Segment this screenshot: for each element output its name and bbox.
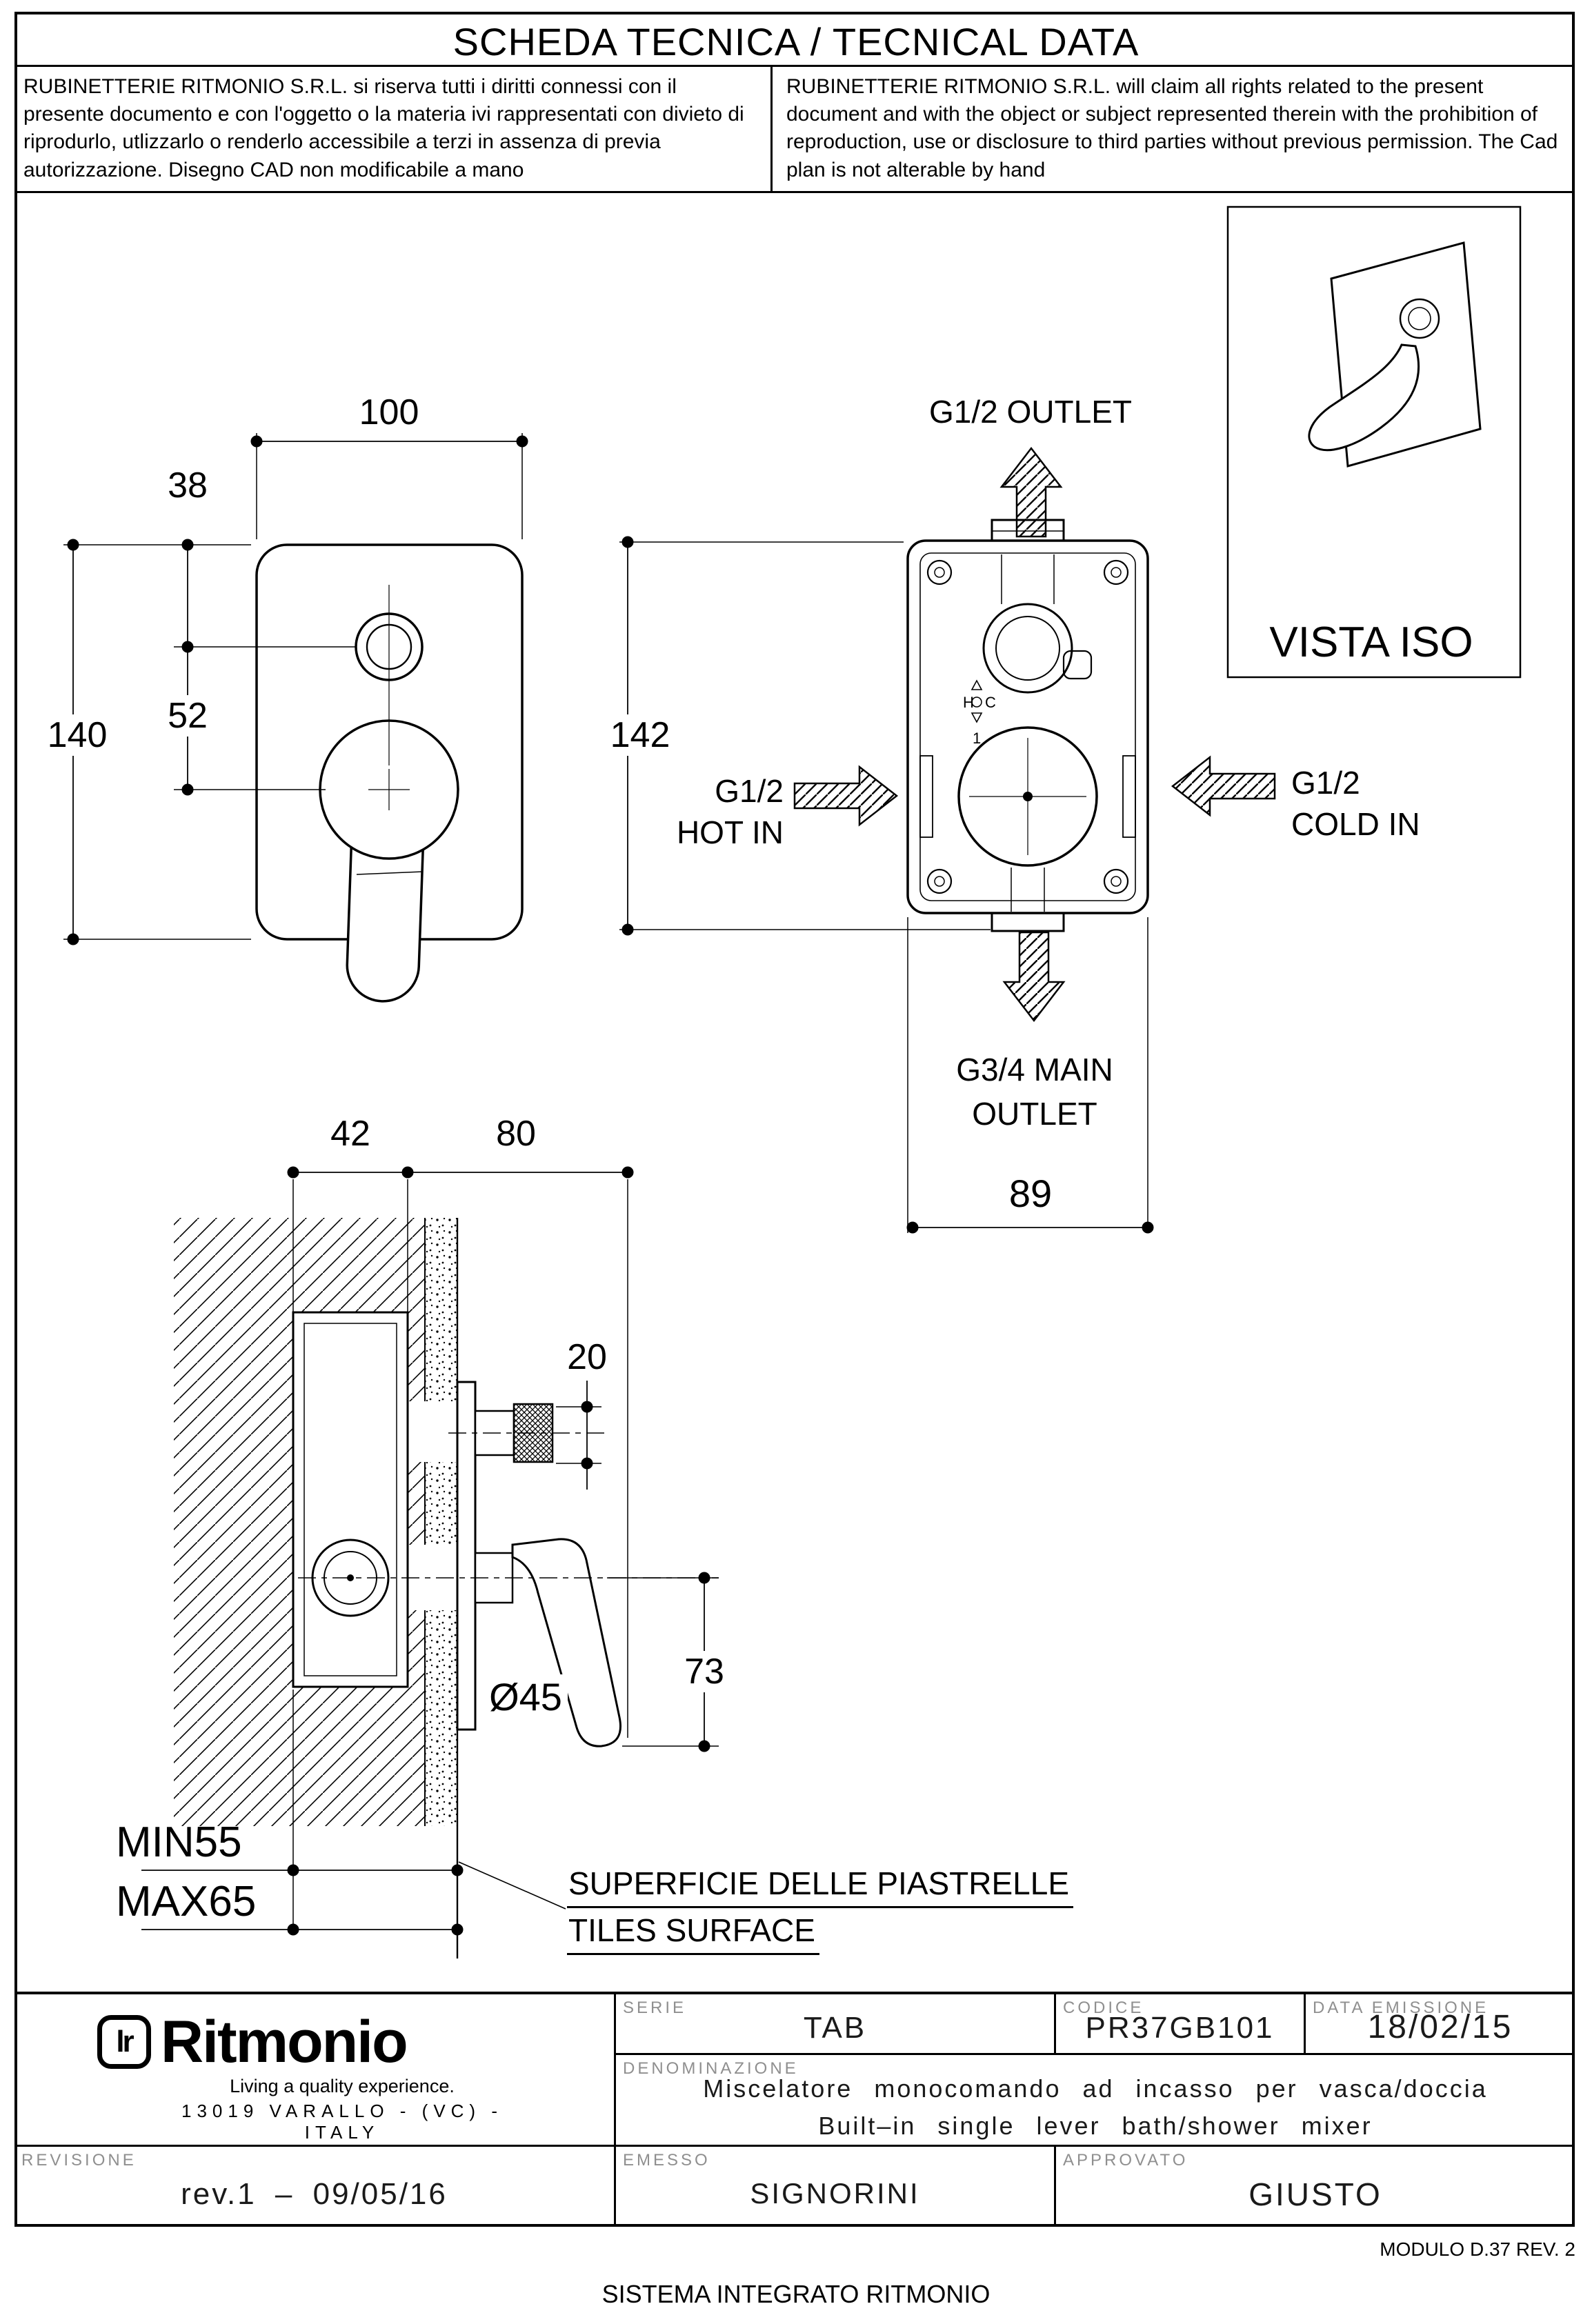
iso-view-label: VISTA ISO bbox=[1269, 619, 1473, 666]
codice-value: PR37GB101 bbox=[1085, 2011, 1275, 2045]
serie-value: TAB bbox=[803, 2011, 867, 2045]
body-diverter bbox=[982, 603, 1073, 694]
emesso-cell: EMESSO SIGNORINI bbox=[616, 2145, 1056, 2227]
disclaimer-separator bbox=[14, 191, 1575, 193]
main-outlet-arrow-down bbox=[1002, 931, 1066, 1023]
approvato-cell: APPROVATO GIUSTO bbox=[1056, 2145, 1575, 2227]
logo-mark-small bbox=[1062, 650, 1093, 680]
iso-frame bbox=[1226, 206, 1522, 679]
cold-in-arrow bbox=[1171, 755, 1276, 817]
data-emissione-value: 18/02/15 bbox=[1367, 2009, 1513, 2045]
denominazione-cell: DENOMINAZIONE Miscelatore monocomando ad… bbox=[616, 2053, 1575, 2145]
page-title: SCHEDA TECNICA / TECNICAL DATA bbox=[452, 20, 1140, 63]
finish-plate-section bbox=[456, 1381, 477, 1731]
handle-section bbox=[511, 1538, 621, 1747]
front-view bbox=[255, 543, 524, 1003]
marker-1: 1 bbox=[973, 730, 981, 747]
marker-c: C bbox=[985, 694, 996, 711]
main-outlet-label-1: G3/4 MAIN bbox=[956, 1052, 1113, 1088]
tiles-surface-label-it: SUPERFICIE DELLE PIASTRELLE bbox=[567, 1865, 1074, 1908]
rough-in-body bbox=[292, 1311, 409, 1688]
codice-cell: CODICE PR37GB101 bbox=[1056, 1994, 1306, 2053]
approvato-label: APPROVATO bbox=[1063, 2151, 1188, 2170]
revisione-label: REVISIONE bbox=[21, 2151, 137, 2170]
dim-80: 80 bbox=[490, 1113, 541, 1154]
ritmonio-logo-text: Ritmonio bbox=[161, 2009, 408, 2075]
cold-in-label-1: G1/2 bbox=[1291, 765, 1360, 801]
dim-142: 142 bbox=[604, 714, 676, 756]
codice-label: CODICE bbox=[1063, 1999, 1144, 2017]
denominazione-line2: Built–in single lever bath/shower mixer bbox=[818, 2112, 1373, 2140]
serie-label: SERIE bbox=[623, 1999, 687, 2017]
body-view bbox=[906, 519, 1149, 932]
modulo-note: MODULO D.37 REV. 2 bbox=[1380, 2238, 1575, 2260]
ritmonio-logo-mark: lr bbox=[97, 2015, 151, 2069]
max-depth-label: MAX65 bbox=[116, 1878, 257, 1925]
hot-in-label-1: G1/2 bbox=[715, 773, 784, 809]
hot-in-label-2: HOT IN bbox=[676, 814, 784, 850]
title-separator bbox=[14, 65, 1575, 67]
outlet-label: G1/2 OUTLET bbox=[929, 394, 1132, 430]
dim-20: 20 bbox=[561, 1336, 613, 1378]
revisione-cell: REVISIONE rev.1 – 09/05/16 bbox=[14, 2145, 616, 2227]
tiles-surface-label-en: TILES SURFACE bbox=[567, 1912, 819, 1955]
denominazione-line1: Miscelatore monocomando ad incasso per v… bbox=[703, 2074, 1488, 2103]
dim-89: 89 bbox=[1003, 1171, 1058, 1216]
dim-diameter-45: Ø45 bbox=[484, 1674, 568, 1719]
dim-42: 42 bbox=[325, 1113, 376, 1154]
iso-view bbox=[1226, 206, 1522, 679]
disclaimer-italian: RUBINETTERIE RITMONIO S.R.L. si riserva … bbox=[23, 75, 744, 181]
logo-cell: lr Ritmonio Living a quality experience.… bbox=[14, 1994, 616, 2145]
disclaimer-divider bbox=[770, 65, 773, 193]
serie-cell: SERIE TAB bbox=[616, 1994, 1056, 2053]
iso-lever bbox=[1308, 343, 1420, 452]
dim-73: 73 bbox=[679, 1651, 730, 1692]
emesso-value: SIGNORINI bbox=[750, 2177, 920, 2210]
body-mixing-valve bbox=[957, 726, 1098, 867]
page-border bbox=[14, 12, 1575, 2227]
revisione-value: rev.1 – 09/05/16 bbox=[181, 2177, 448, 2211]
disclaimer-english: RUBINETTERIE RITMONIO S.R.L. will claim … bbox=[786, 75, 1558, 181]
tile-layer bbox=[425, 1218, 457, 1826]
logo-mark-glyph: lr bbox=[116, 2025, 134, 2058]
logo-tagline: Living a quality experience. bbox=[230, 2076, 455, 2096]
marker-h: H bbox=[963, 694, 974, 711]
dim-100: 100 bbox=[353, 392, 425, 433]
body-view-dimensions bbox=[619, 536, 1154, 1234]
body-bottom-stub bbox=[991, 910, 1065, 932]
iso-knob bbox=[1399, 298, 1440, 339]
min-depth-label: MIN55 bbox=[116, 1819, 242, 1866]
port-arrows bbox=[793, 446, 1276, 1023]
data-emissione-cell: DATA EMISSIONE 18/02/15 bbox=[1306, 1994, 1575, 2053]
dim-140: 140 bbox=[41, 714, 113, 756]
cold-in-label-2: COLD IN bbox=[1291, 806, 1420, 842]
outlet-arrow-up bbox=[999, 446, 1063, 538]
main-outlet-label-2: OUTLET bbox=[972, 1096, 1097, 1132]
section-view bbox=[174, 1218, 719, 1959]
hot-in-arrow bbox=[793, 765, 899, 827]
section-view-dimensions bbox=[141, 1166, 719, 1936]
logo-address: 13019 VARALLO - (VC) - ITALY bbox=[181, 2101, 503, 2143]
dim-52: 52 bbox=[162, 695, 213, 737]
denominazione-label: DENOMINAZIONE bbox=[623, 2059, 799, 2078]
sistema-note: SISTEMA INTEGRATO RITMONIO bbox=[601, 2280, 991, 2308]
emesso-label: EMESSO bbox=[623, 2151, 710, 2170]
data-emissione-label: DATA EMISSIONE bbox=[1313, 1999, 1489, 2017]
approvato-value: GIUSTO bbox=[1248, 2176, 1382, 2212]
dim-38: 38 bbox=[162, 465, 213, 506]
title-block: lr Ritmonio Living a quality experience.… bbox=[14, 1992, 1575, 2227]
